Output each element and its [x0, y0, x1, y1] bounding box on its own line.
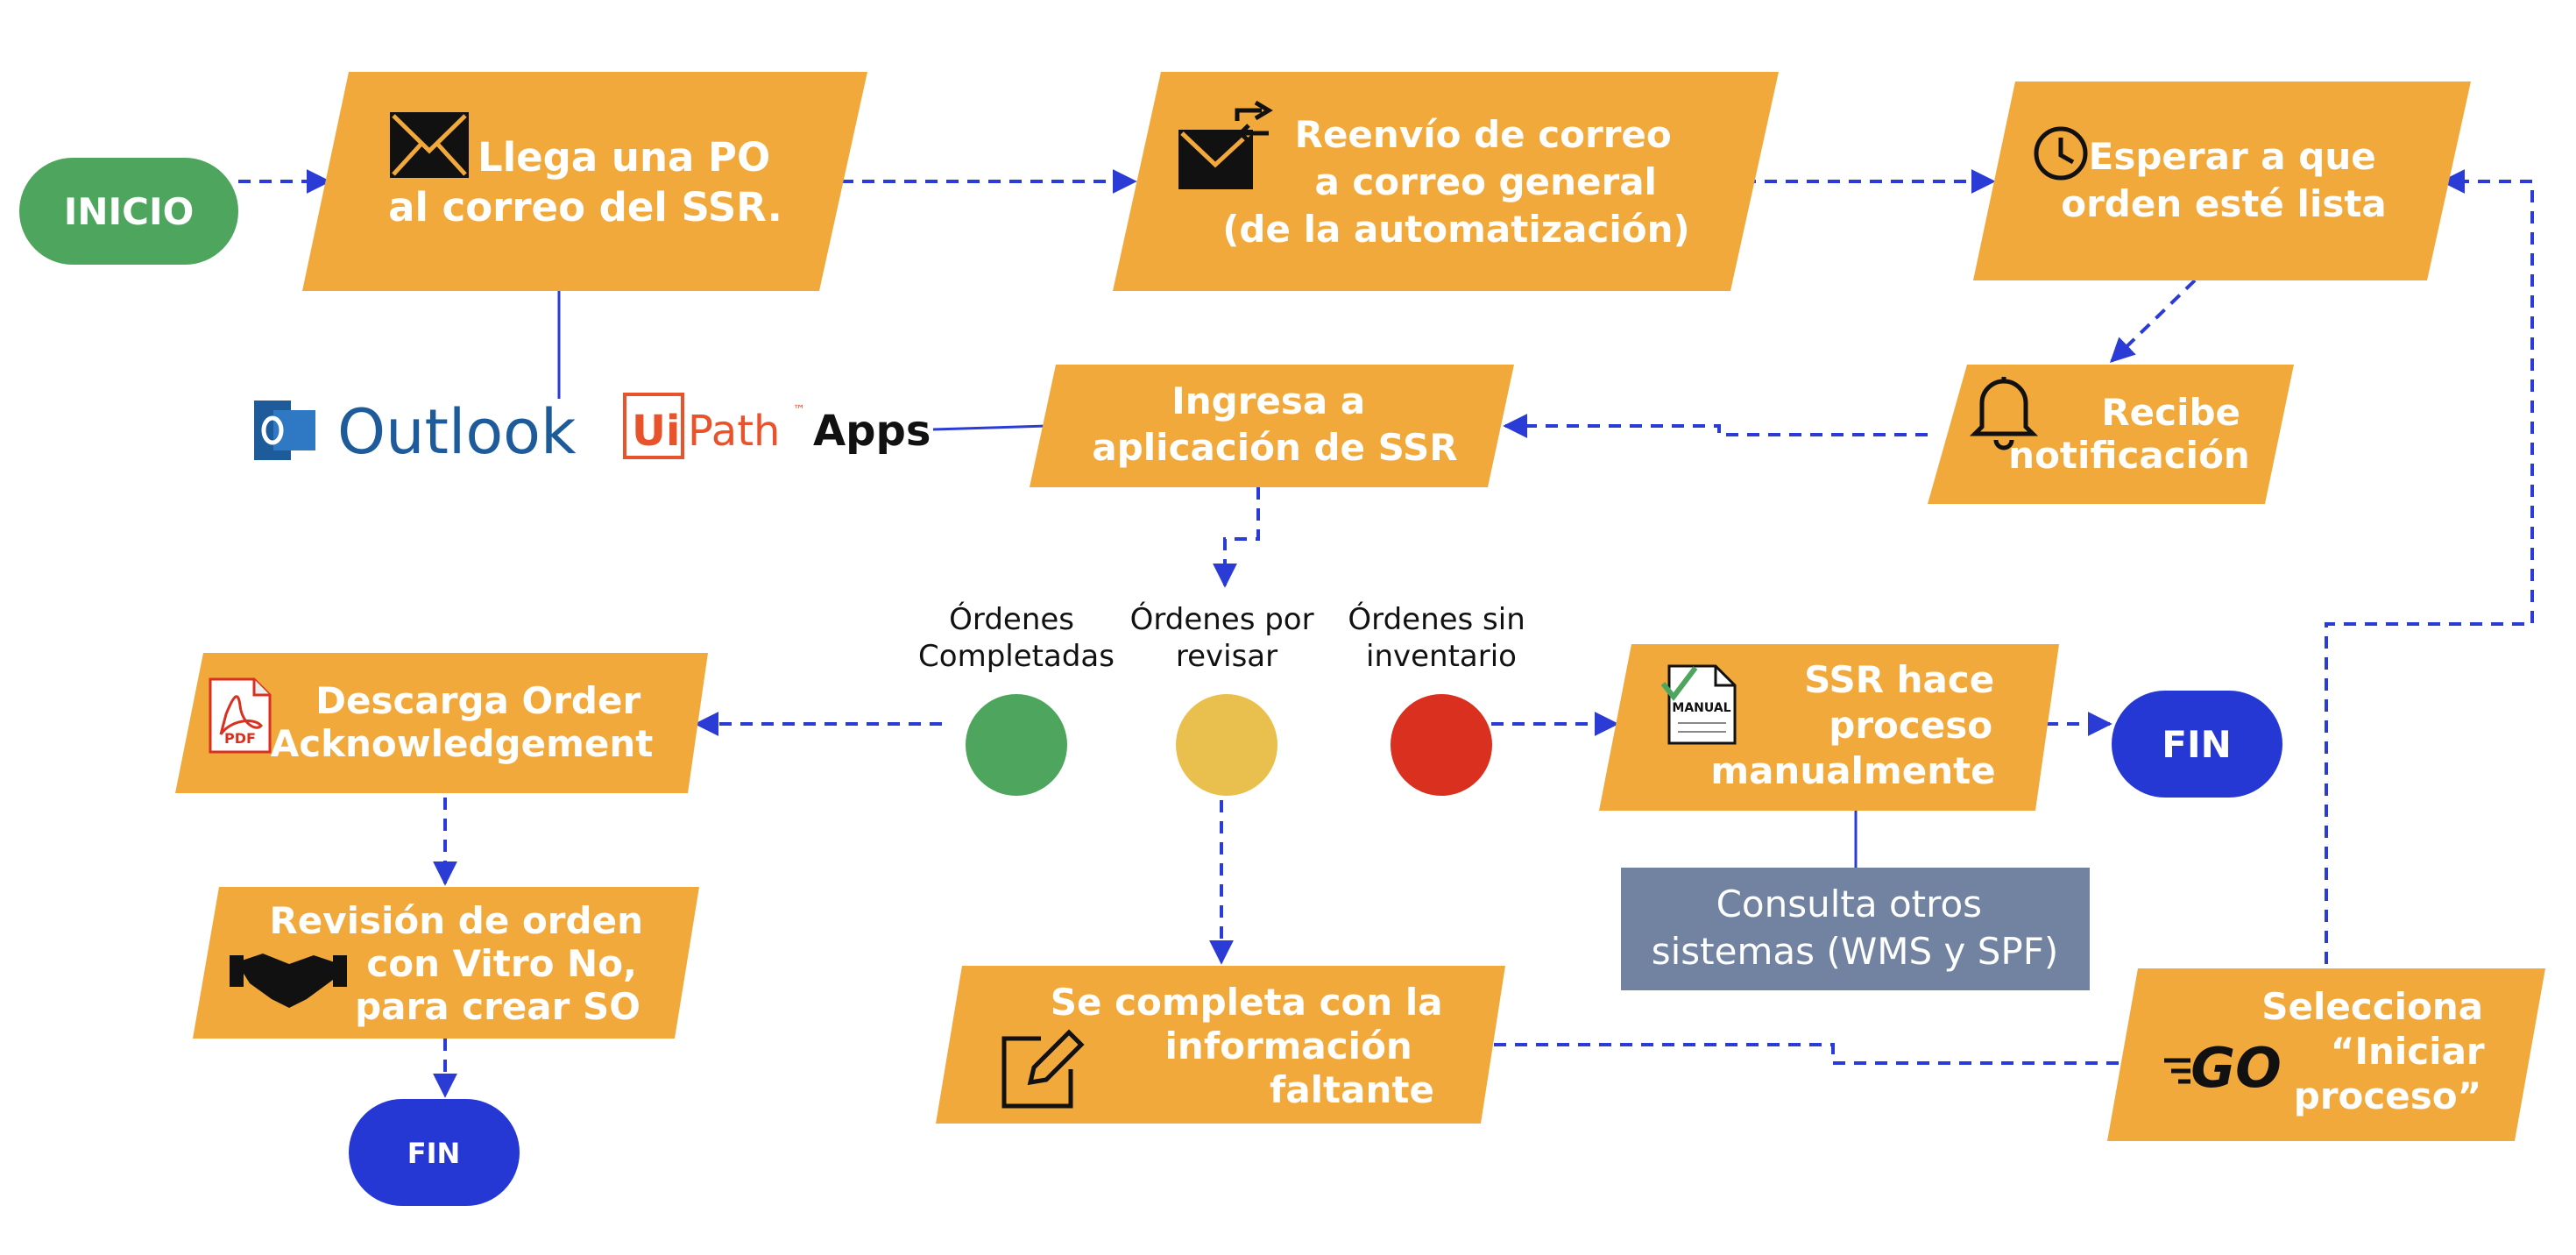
svg-text:PDF: PDF — [224, 730, 256, 747]
status-completadas-line2: Completadas — [918, 639, 1115, 674]
consulta-line2: sistemas (WMS y SPF) — [1652, 930, 2059, 973]
connector-esperar-recibe — [2109, 279, 2197, 363]
status-red-dot — [1391, 694, 1492, 796]
step-reenvio: Reenvío de correo a correo general (de l… — [1113, 72, 1779, 291]
svg-text:Revisión de orden con Vi: Revisión de orden con Vitro No, para cre… — [269, 899, 655, 1028]
svg-text:Consulta otros sistemas: Consulta otros sistemas (WMS y SPF) — [1652, 883, 2059, 973]
edit-icon — [1001, 1029, 1085, 1109]
connector-completa-selecciona — [1494, 1043, 2125, 1065]
step-llega-po-line2: al correo del SSR. — [388, 184, 782, 230]
svg-text:MANUAL: MANUAL — [1672, 701, 1730, 715]
outlook-logo: Outlook — [254, 396, 577, 468]
step-revision-line3: para crear SO — [355, 985, 640, 1028]
end-label-left: FIN — [407, 1137, 461, 1170]
step-completa: Se completa con la información faltante — [936, 966, 1505, 1124]
svg-text:SSR hace proceso m: SSR hace proceso manualmente — [1710, 658, 2007, 792]
consulta-box: Consulta otros sistemas (WMS y SPF) — [1621, 868, 2090, 990]
uipath-logo: Ui Path ™ Apps — [623, 393, 931, 459]
svg-text:Se completa con la infor: Se completa con la información faltante — [1051, 981, 1456, 1111]
step-recibe-line2: notificación — [2008, 434, 2250, 477]
svg-text:Esperar a que orden esté: Esperar a que orden esté lista — [2061, 135, 2388, 225]
step-selecciona-line3: proceso” — [2294, 1074, 2481, 1117]
step-completa-line3: faltante — [1270, 1068, 1434, 1111]
start-terminal: INICIO — [19, 158, 238, 265]
manual-doc-icon: MANUAL — [1660, 664, 1737, 745]
svg-text:Reenvío de correo a corr: Reenvío de correo a correo general (de l… — [1222, 113, 1690, 251]
svg-text:Descarga Order Acknowled: Descarga Order Acknowledgement — [271, 679, 654, 765]
consulta-line1: Consulta otros — [1716, 883, 1982, 925]
connector-ingresa-status — [1213, 487, 1260, 588]
envelope-forward-icon — [1178, 100, 1273, 189]
envelope-icon — [390, 112, 469, 178]
step-esperar-line1: Esperar a que — [2089, 135, 2376, 178]
svg-text:Órdenes Completadas: Órdenes Completadas — [918, 601, 1115, 674]
step-recibe: Recibe notificación — [1928, 365, 2294, 504]
step-ingresa-line1: Ingresa a — [1171, 379, 1365, 422]
step-ingresa-line2: aplicación de SSR — [1092, 426, 1457, 469]
step-recibe-line1: Recibe — [2101, 391, 2240, 434]
step-completa-line2: información — [1165, 1025, 1412, 1067]
svg-text:™: ™ — [793, 403, 805, 417]
solid-links — [557, 291, 1858, 868]
status-yellow-dot — [1176, 694, 1277, 796]
step-revision: Revisión de orden con Vitro No, para cre… — [193, 887, 699, 1039]
status-completadas-line1: Órdenes — [949, 601, 1074, 637]
svg-text:Apps: Apps — [813, 407, 931, 456]
end-terminal-main: FIN — [2112, 691, 2282, 798]
link-apps-ingresa — [932, 424, 1048, 431]
start-label: INICIO — [64, 190, 195, 233]
bell-icon — [1969, 377, 2039, 450]
status-green-dot — [966, 694, 1067, 796]
status-por-revisar-line1: Órdenes por — [1130, 601, 1314, 637]
status-completadas: Órdenes Completadas — [918, 601, 1115, 796]
step-llega-po: Llega una PO al correo del SSR. — [302, 72, 867, 291]
connectors — [238, 169, 2534, 1098]
step-manual: MANUAL SSR hace proceso manualmente — [1599, 644, 2059, 811]
pdf-icon: PDF — [209, 677, 272, 754]
svg-text:Ingresa a aplicación de: Ingresa a aplicación de SSR — [1092, 379, 1457, 469]
status-sin-inventario-line2: inventario — [1366, 639, 1517, 674]
svg-text:Órdenes por revisar: Órdenes por revisar — [1130, 601, 1324, 674]
connector-selecciona-esperar — [2325, 169, 2534, 964]
svg-text:GO: GO — [2190, 1036, 2282, 1100]
step-manual-line1: SSR hace — [1804, 658, 1994, 701]
step-esperar: Esperar a que orden esté lista — [1973, 82, 2471, 280]
connector-recibe-ingresa — [1503, 414, 1928, 438]
status-sin-inventario-line1: Órdenes sin — [1348, 601, 1525, 637]
step-revision-line2: con Vitro No, — [366, 942, 637, 985]
step-reenvio-line2: a correo general — [1314, 160, 1657, 203]
svg-text:Path: Path — [688, 407, 780, 456]
step-descarga-line2: Acknowledgement — [271, 722, 654, 765]
step-reenvio-line1: Reenvío de correo — [1295, 113, 1672, 156]
end-terminal-left: FIN — [349, 1099, 520, 1206]
step-esperar-line2: orden esté lista — [2061, 182, 2387, 225]
svg-text:Llega una PO al correo d: Llega una PO al correo del SSR. — [388, 134, 784, 230]
step-llega-po-line1: Llega una PO — [478, 134, 770, 181]
svg-text:Outlook: Outlook — [337, 396, 577, 468]
step-selecciona-line1: Selecciona — [2261, 985, 2483, 1028]
status-sin-inventario: Órdenes sin inventario — [1348, 601, 1534, 796]
status-por-revisar: Órdenes por revisar — [1130, 601, 1324, 796]
svg-text:Recibe notificación: Recibe notificación — [2008, 391, 2253, 477]
step-ingresa: Ingresa a aplicación de SSR — [1030, 365, 1514, 487]
step-manual-line2: proceso — [1829, 704, 1992, 747]
step-reenvio-line3: (de la automatización) — [1222, 208, 1690, 251]
end-label-main: FIN — [2162, 723, 2231, 766]
step-manual-line3: manualmente — [1710, 749, 1995, 792]
clock-icon — [2034, 126, 2088, 181]
go-logo: GO — [2164, 1036, 2282, 1100]
handshake-icon — [230, 954, 347, 1008]
step-revision-line1: Revisión de orden — [269, 899, 643, 942]
step-completa-line1: Se completa con la — [1051, 981, 1443, 1024]
step-descarga-line1: Descarga Order — [315, 679, 640, 722]
step-descarga: PDF Descarga Order Acknowledgement — [175, 653, 708, 793]
status-por-revisar-line2: revisar — [1176, 639, 1277, 674]
svg-text:Órdenes sin inventario: Órdenes sin inventario — [1348, 601, 1534, 674]
svg-text:Selecciona “Iniciar: Selecciona “Iniciar proceso” — [2261, 985, 2497, 1117]
step-selecciona-line2: “Iniciar — [2331, 1030, 2485, 1073]
svg-text:Ui: Ui — [632, 407, 680, 456]
step-selecciona: GO Selecciona “Iniciar proceso” — [2107, 968, 2545, 1141]
